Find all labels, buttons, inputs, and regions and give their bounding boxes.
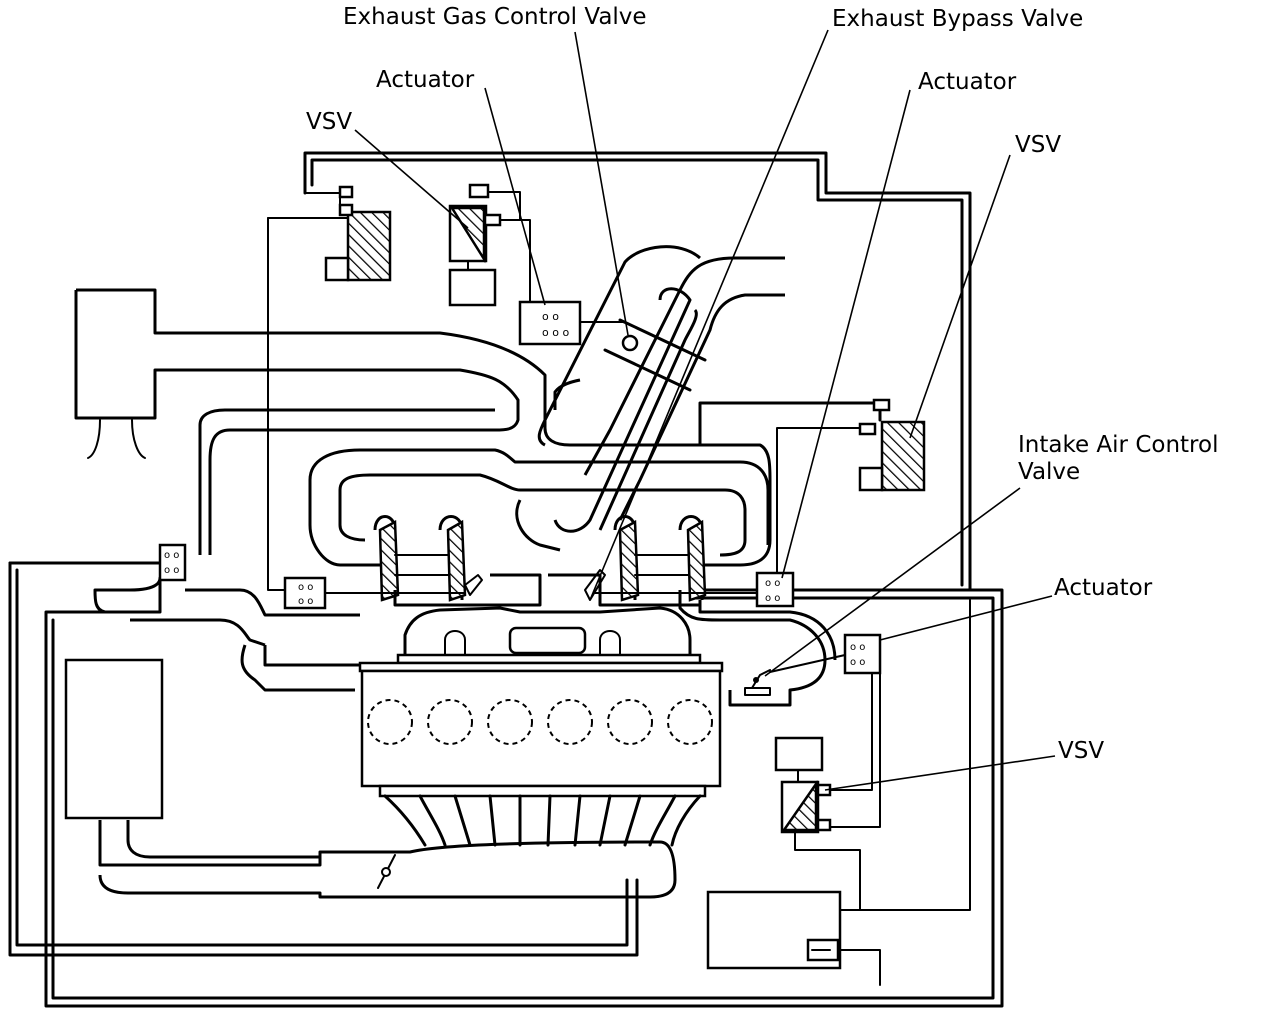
svg-text:o o: o o	[164, 550, 179, 561]
label-vsv-right: VSV	[1015, 132, 1061, 158]
control-lines	[8, 151, 1004, 1008]
label-vsv-left: VSV	[306, 109, 352, 135]
svg-text:o o: o o	[850, 657, 865, 668]
labels: Exhaust Gas Control Valve Exhaust Bypass…	[306, 4, 1218, 764]
actuator-bypass: o o o o	[594, 571, 795, 608]
vsv-right	[858, 398, 926, 492]
label-intake-air-control-valve-line2: Valve	[1018, 459, 1080, 485]
label-exhaust-bypass-valve: Exhaust Bypass Valve	[832, 6, 1083, 32]
vsv-top-middle	[448, 183, 502, 307]
svg-text:o o: o o	[164, 565, 179, 576]
label-intake-air-control-valve-line1: Intake Air Control	[1018, 432, 1218, 458]
intercooler	[64, 658, 164, 820]
vsv-bottom	[774, 736, 832, 834]
actuator-exhaust-gas: o o o o o	[518, 300, 626, 346]
svg-text:o o o: o o o	[542, 326, 569, 339]
label-vsv-bottom: VSV	[1058, 738, 1104, 764]
label-actuator-left: Actuator	[376, 67, 475, 93]
svg-text:o o: o o	[298, 582, 313, 593]
svg-text:o o: o o	[765, 593, 780, 604]
label-exhaust-gas-control-valve: Exhaust Gas Control Valve	[343, 4, 647, 30]
svg-text:o o: o o	[765, 578, 780, 589]
actuator-small-left-top: o o o o	[158, 543, 187, 582]
label-actuator-right: Actuator	[918, 69, 1017, 95]
svg-text:o o: o o	[542, 310, 559, 323]
engine	[358, 606, 771, 847]
leader-lines	[354, 29, 1056, 791]
actuator-intake-air: o o o o	[769, 633, 882, 675]
svg-text:o o: o o	[850, 642, 865, 653]
ecu	[706, 890, 842, 970]
svg-text:o o: o o	[298, 596, 313, 607]
exhaust-pipes	[515, 245, 785, 552]
intake-passages	[74, 288, 837, 899]
label-actuator-intake: Actuator	[1054, 575, 1153, 601]
actuator-left-small: o o o o	[283, 576, 466, 610]
turbochargers	[373, 515, 707, 607]
vsv-top-left	[324, 185, 392, 282]
